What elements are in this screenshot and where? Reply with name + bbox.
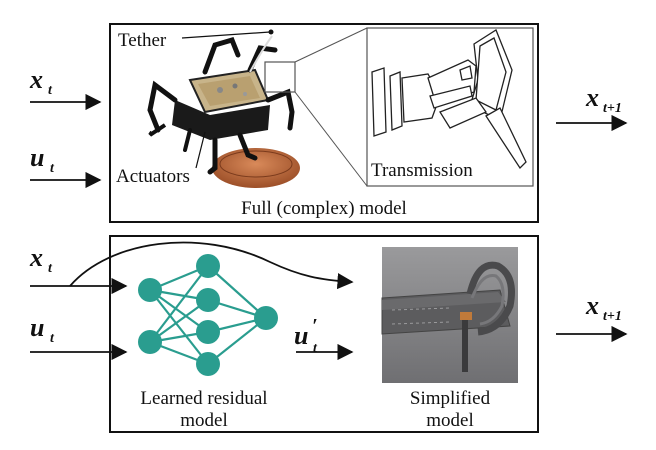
svg-text:t: t — [50, 161, 55, 176]
simplified-model-render — [381, 247, 518, 383]
sim-label-line1: Simplified — [410, 388, 491, 409]
svg-text:′: ′ — [312, 315, 318, 337]
svg-text:t+1: t+1 — [603, 101, 622, 116]
transmission-label: Transmission — [371, 160, 473, 181]
svg-text:t+1: t+1 — [603, 309, 622, 324]
nn-label-line1: Learned residual — [140, 388, 267, 409]
sim-label-line2: model — [426, 410, 474, 431]
tether-leader — [181, 31, 271, 39]
residual-model-box — [109, 235, 539, 433]
zoom-box — [264, 61, 296, 93]
output-x-top: x t+1 — [585, 83, 622, 116]
svg-text:t: t — [48, 261, 53, 276]
svg-text:u: u — [294, 321, 308, 350]
nn-nodes — [138, 254, 278, 376]
svg-text:u: u — [30, 313, 44, 342]
transmission-drawing — [371, 29, 527, 170]
full-model-box — [109, 23, 539, 223]
actuators-leader — [195, 131, 206, 169]
nn-label-line2: model — [180, 410, 228, 431]
arrow-x-bypass — [69, 241, 354, 290]
input-u-top: u t — [30, 143, 55, 176]
svg-text:x: x — [29, 65, 43, 94]
residual-output-u-prime: u ′ t — [294, 315, 318, 356]
neural-network — [149, 264, 267, 366]
robot-photo — [147, 35, 300, 188]
input-x-top: x t — [29, 65, 53, 98]
svg-text:t: t — [48, 83, 53, 98]
input-u-bottom: u t — [30, 313, 55, 346]
input-x-bottom: x t — [29, 243, 53, 276]
svg-text:x: x — [29, 243, 43, 272]
svg-text:u: u — [30, 143, 44, 172]
output-x-bottom: x t+1 — [585, 291, 622, 324]
svg-text:t: t — [313, 341, 318, 356]
actuators-label: Actuators — [116, 166, 190, 187]
svg-text:x: x — [585, 291, 599, 320]
svg-text:t: t — [50, 331, 55, 346]
tether-label: Tether — [118, 30, 167, 51]
svg-text:x: x — [585, 83, 599, 112]
full-model-title: Full (complex) model — [241, 198, 407, 219]
